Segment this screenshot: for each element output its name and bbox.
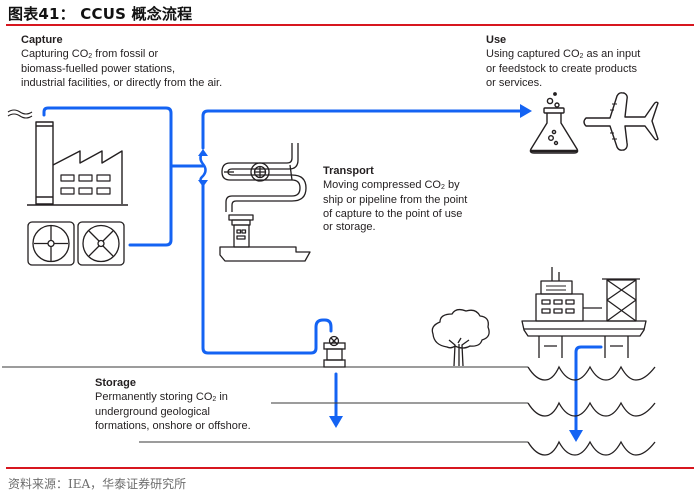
use-line-1: Using captured CO2 as an input bbox=[486, 48, 640, 64]
ground-strata bbox=[2, 366, 528, 443]
storage-text: in bbox=[216, 390, 228, 403]
use-description: Use Using captured CO2 as an input or fe… bbox=[486, 34, 640, 90]
waves-icon bbox=[527, 365, 656, 456]
use-text: as an input bbox=[583, 47, 641, 60]
figure-title: 图表41： CCUS 概念流程 bbox=[8, 5, 193, 23]
transport-heading: Transport bbox=[323, 165, 374, 177]
transport-line-4: or storage. bbox=[323, 221, 376, 234]
capture-line-1: Capturing CO2 from fossil or bbox=[21, 48, 222, 64]
source-rule bbox=[6, 467, 694, 469]
flow-offshore bbox=[574, 345, 603, 434]
use-line-3: or services. bbox=[486, 76, 543, 89]
wave-row-3 bbox=[527, 440, 656, 456]
use-heading: Use bbox=[486, 34, 507, 46]
wave-row-2 bbox=[527, 401, 656, 417]
storage-line-3: formations, onshore or offshore. bbox=[95, 419, 251, 432]
storage-heading: Storage bbox=[95, 377, 136, 389]
storage-description: Storage Permanently storing CO2 in under… bbox=[95, 377, 251, 433]
wellhead-icon bbox=[323, 335, 346, 368]
co2-flow-lines bbox=[42, 106, 603, 434]
use-line-2: or feedstock to create products bbox=[486, 63, 638, 76]
capture-text: from fossil or bbox=[92, 47, 159, 60]
ship-icon bbox=[219, 214, 311, 262]
flow-to-storage bbox=[201, 182, 333, 355]
capture-description: Capture Capturing CO2 from fossil or bio… bbox=[21, 34, 222, 90]
airplane-icon bbox=[583, 92, 659, 151]
storage-line-2: underground geological bbox=[95, 406, 210, 419]
subscript: 2 bbox=[579, 52, 584, 60]
junction-split-icon bbox=[198, 149, 208, 187]
factory-icon bbox=[7, 109, 128, 206]
tree-icon bbox=[431, 308, 490, 367]
storage-line-1: Permanently storing CO2 in bbox=[95, 391, 251, 407]
storage-text: Permanently storing CO bbox=[95, 390, 213, 403]
subscript: 2 bbox=[88, 52, 93, 60]
flow-to-use bbox=[201, 109, 522, 150]
wave-row-1 bbox=[527, 365, 656, 381]
fan-unit-icon bbox=[27, 221, 125, 266]
transport-description: Transport Moving compressed CO2 by ship … bbox=[323, 165, 467, 235]
capture-line-2: biomass-fuelled power stations, bbox=[21, 63, 176, 76]
pipeline-icon bbox=[221, 143, 307, 212]
flow-capture-stack bbox=[42, 106, 173, 168]
arrowhead-offshore bbox=[569, 430, 583, 442]
transport-text: Moving compressed CO bbox=[323, 178, 441, 191]
figure-source: 资料来源：IEA，华泰证券研究所 bbox=[8, 477, 187, 491]
flow-capture-fans bbox=[128, 164, 173, 247]
arrowhead-use bbox=[520, 104, 532, 118]
transport-text: by bbox=[444, 178, 460, 191]
arrowhead-onshore bbox=[329, 416, 343, 428]
capture-line-3: industrial facilities, or directly from … bbox=[21, 76, 223, 89]
offshore-platform-icon bbox=[521, 267, 647, 358]
transport-line-2: ship or pipeline from the point bbox=[323, 194, 468, 207]
transport-line-1: Moving compressed CO2 by bbox=[323, 179, 467, 195]
subscript: 2 bbox=[441, 183, 445, 191]
capture-heading: Capture bbox=[21, 34, 63, 46]
transport-line-3: of capture to the point of use bbox=[323, 207, 463, 220]
subscript: 2 bbox=[212, 395, 217, 403]
title-rule bbox=[6, 24, 694, 26]
capture-text: Capturing CO bbox=[21, 47, 89, 60]
use-text: Using captured CO bbox=[486, 47, 580, 60]
flask-icon bbox=[529, 92, 579, 154]
